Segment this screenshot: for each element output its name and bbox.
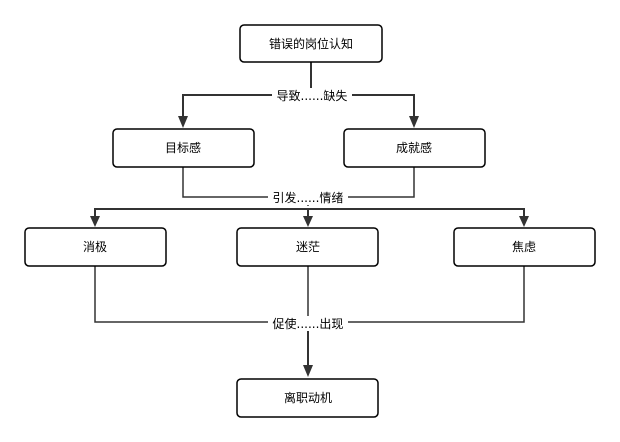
node-goal-label: 目标感	[165, 140, 201, 155]
arrowhead-result	[303, 365, 313, 377]
node-confused: 迷茫	[236, 227, 379, 267]
node-negative: 消极	[24, 227, 167, 267]
edge-level3-to-result: 促使......出现	[94, 266, 525, 377]
node-anxiety: 焦虑	[453, 227, 596, 267]
arrowhead-negative	[90, 216, 100, 227]
edge-label-lead-to: 导致......缺失	[277, 88, 348, 103]
edge-merge-level3	[94, 266, 525, 323]
edge-split-level3	[94, 208, 525, 217]
node-result: 离职动机	[236, 378, 379, 418]
edge-root-to-level2: 导致......缺失	[178, 62, 419, 128]
node-root: 错误的岗位认知	[239, 24, 383, 63]
node-anxiety-label: 焦虑	[512, 240, 536, 254]
node-root-label: 错误的岗位认知	[269, 36, 353, 51]
node-achievement-label: 成就感	[396, 140, 432, 155]
edge-label-trigger: 引发......情绪	[273, 190, 344, 205]
edge-label-prompt: 促使......出现	[273, 316, 344, 331]
node-negative-label: 消极	[83, 240, 107, 254]
edge-root-to-goal	[182, 62, 312, 118]
node-achievement: 成就感	[343, 128, 486, 168]
arrowhead-goal	[178, 116, 188, 128]
node-result-label: 离职动机	[284, 390, 332, 405]
node-confused-label: 迷茫	[296, 240, 320, 254]
arrowhead-anxiety	[519, 216, 529, 227]
node-goal: 目标感	[112, 128, 255, 168]
arrowhead-confused	[303, 216, 313, 227]
edge-level2-to-level3: 引发......情绪	[90, 167, 529, 227]
arrowhead-achievement	[409, 116, 419, 128]
